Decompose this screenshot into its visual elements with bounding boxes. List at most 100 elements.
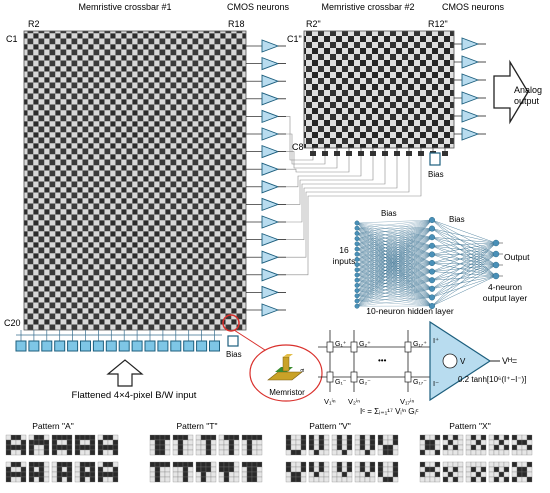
pattern-pixel bbox=[336, 434, 343, 441]
pattern-pixel bbox=[89, 444, 96, 451]
pattern-pixel bbox=[164, 476, 171, 483]
pattern-pixel bbox=[369, 449, 376, 456]
pattern-pixel bbox=[51, 466, 58, 473]
pattern-pixel bbox=[313, 461, 320, 468]
pattern-pixel bbox=[228, 444, 235, 451]
pattern-pixel bbox=[434, 449, 441, 456]
pattern-pixel bbox=[218, 444, 225, 451]
pattern-pixel bbox=[377, 444, 384, 451]
pattern-pixel bbox=[79, 434, 86, 441]
pattern-pixel bbox=[187, 471, 194, 478]
pattern-pixel bbox=[97, 476, 104, 483]
cmos-neurons-1 bbox=[246, 39, 286, 317]
network-edge bbox=[356, 245, 433, 307]
input-cell bbox=[157, 340, 169, 352]
cmos-neuron bbox=[261, 232, 280, 247]
pattern-pixel bbox=[51, 434, 58, 441]
pattern-pixel bbox=[172, 449, 179, 456]
pattern-pixel bbox=[470, 461, 477, 468]
pattern-pixel bbox=[295, 461, 302, 468]
pattern-pixel bbox=[241, 444, 248, 451]
pattern-pixel bbox=[498, 476, 505, 483]
pattern-pixel bbox=[228, 434, 235, 441]
hidden-node bbox=[429, 242, 436, 249]
pattern-pixel bbox=[493, 449, 500, 456]
pattern-pixel bbox=[447, 449, 454, 456]
pattern-pixel bbox=[205, 449, 212, 456]
pattern-pixel bbox=[210, 461, 217, 468]
pattern-pixel bbox=[488, 444, 495, 451]
pattern-pixel bbox=[295, 466, 302, 473]
pattern-pixel bbox=[210, 434, 217, 441]
pattern-pixel bbox=[377, 439, 384, 446]
crossbar2-terminal bbox=[418, 151, 424, 156]
pattern-pixel bbox=[442, 439, 449, 446]
pattern-pixel bbox=[51, 461, 58, 468]
pattern-pixel bbox=[429, 476, 436, 483]
input-node bbox=[354, 225, 360, 231]
pattern-pixel bbox=[182, 444, 189, 451]
pattern-pixel bbox=[354, 476, 361, 483]
pattern-pixel bbox=[107, 449, 114, 456]
network-edge bbox=[356, 222, 433, 229]
crossbar1-bias-label: Bias bbox=[226, 350, 242, 359]
pattern-pixel bbox=[341, 466, 348, 473]
pattern-pixel bbox=[447, 476, 454, 483]
pattern-pixel bbox=[149, 449, 156, 456]
input-node bbox=[354, 241, 360, 247]
pattern-pixel bbox=[295, 471, 302, 478]
inter-layer-wire bbox=[286, 156, 422, 276]
pattern-pixel bbox=[74, 466, 81, 473]
pattern-pixel bbox=[107, 439, 114, 446]
pattern-pixel bbox=[364, 444, 371, 451]
pattern-pixel bbox=[218, 439, 225, 446]
pattern-pixel bbox=[392, 449, 399, 456]
pattern-pixel bbox=[154, 476, 161, 483]
pattern-pixel bbox=[10, 476, 17, 483]
pattern-grids bbox=[5, 434, 533, 483]
pattern-pixel bbox=[246, 461, 253, 468]
pattern-pixel bbox=[107, 471, 114, 478]
pattern-pixel bbox=[392, 434, 399, 441]
pattern-pixel bbox=[38, 439, 45, 446]
pattern-pixel bbox=[172, 439, 179, 446]
network-edge bbox=[356, 237, 433, 307]
pattern-pixel bbox=[102, 476, 109, 483]
pattern-pixel bbox=[346, 471, 353, 478]
network-edge bbox=[356, 219, 433, 250]
circuit-transfer: 0.2 tanh[10⁶(I⁺−I⁻)] bbox=[458, 375, 526, 384]
pattern-pixel bbox=[246, 476, 253, 483]
pattern-pixel bbox=[323, 471, 330, 478]
pattern-pixel bbox=[341, 439, 348, 446]
network-edge bbox=[356, 228, 433, 238]
pattern-pixel bbox=[382, 434, 389, 441]
pattern-pixel bbox=[465, 476, 472, 483]
input-cell bbox=[105, 340, 117, 352]
circuit-g1: G₁⁺ bbox=[335, 341, 347, 348]
pattern-pixel bbox=[290, 449, 297, 456]
cmos-neurons-2 bbox=[454, 37, 486, 141]
hidden-node bbox=[429, 268, 436, 275]
pattern-pixel bbox=[300, 449, 307, 456]
pattern-pixel bbox=[346, 449, 353, 456]
pattern-pixel bbox=[210, 449, 217, 456]
pattern-pixel bbox=[488, 466, 495, 473]
pattern-pixel bbox=[5, 434, 12, 441]
pattern-pixel bbox=[526, 449, 533, 456]
pattern-pixel bbox=[223, 439, 230, 446]
pattern-pixel bbox=[323, 434, 330, 441]
pattern-pixel bbox=[285, 476, 292, 483]
pattern-pixel bbox=[364, 449, 371, 456]
pattern-pixel bbox=[457, 449, 464, 456]
pattern-pixel bbox=[457, 439, 464, 446]
pattern-pixel bbox=[465, 434, 472, 441]
pattern-pixel bbox=[377, 449, 384, 456]
pattern-pixel bbox=[419, 439, 426, 446]
pattern-pixel bbox=[164, 471, 171, 478]
pattern-pixel bbox=[251, 461, 258, 468]
input-node bbox=[354, 262, 360, 267]
pattern-pixel bbox=[429, 439, 436, 446]
crossbar1-col-start: R2 bbox=[28, 19, 40, 29]
pattern-pixel bbox=[200, 461, 207, 468]
pattern-pixel bbox=[5, 461, 12, 468]
